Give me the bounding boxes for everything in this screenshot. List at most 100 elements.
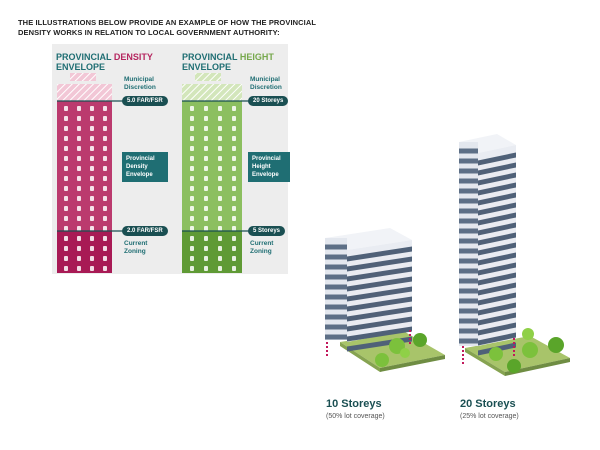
window xyxy=(77,226,81,231)
window xyxy=(232,186,236,191)
window xyxy=(218,226,222,231)
building-2-subtitle: (25% lot coverage) xyxy=(460,413,519,420)
window xyxy=(232,116,236,121)
window xyxy=(218,236,222,241)
window xyxy=(190,116,194,121)
floor-band xyxy=(325,284,347,290)
floor-band xyxy=(478,322,516,336)
window xyxy=(64,116,68,121)
floor-band xyxy=(347,316,412,332)
density-envelope-title: PROVINCIAL DENSITY ENVELOPE xyxy=(56,52,153,72)
tree-icon xyxy=(489,328,564,373)
floor-band xyxy=(459,208,478,214)
window xyxy=(64,256,68,261)
window xyxy=(232,106,236,111)
floor-band xyxy=(459,328,478,334)
floor-band xyxy=(459,238,478,244)
floor-band xyxy=(459,278,478,284)
window xyxy=(190,236,194,241)
window xyxy=(64,226,68,231)
floor-band xyxy=(325,264,347,270)
window xyxy=(190,146,194,151)
window xyxy=(190,186,194,191)
height-cap-hatch xyxy=(195,73,221,81)
window xyxy=(218,166,222,171)
window xyxy=(232,206,236,211)
building-1-title: 10 Storeys xyxy=(326,398,382,410)
window xyxy=(204,166,208,171)
window xyxy=(190,156,194,161)
window xyxy=(218,256,222,261)
height-current-label: Current Zoning xyxy=(250,240,274,255)
floor-band xyxy=(459,178,478,184)
floor-band xyxy=(325,254,347,260)
window xyxy=(190,206,194,211)
window xyxy=(218,206,222,211)
floor-band xyxy=(347,246,412,262)
window xyxy=(204,256,208,261)
window xyxy=(90,126,94,131)
window xyxy=(77,246,81,251)
window xyxy=(77,196,81,201)
floor-band xyxy=(478,202,516,216)
floor-band xyxy=(478,192,516,206)
window xyxy=(90,236,94,241)
density-municipal-hatch xyxy=(57,84,112,101)
window xyxy=(103,246,107,251)
window xyxy=(218,126,222,131)
window xyxy=(218,186,222,191)
window xyxy=(90,266,94,271)
window xyxy=(103,116,107,121)
window xyxy=(103,136,107,141)
density-envelope-box: Provincial Density Envelope xyxy=(122,152,168,182)
window xyxy=(64,126,68,131)
floor-band xyxy=(478,292,516,306)
window xyxy=(190,136,194,141)
window xyxy=(103,126,107,131)
window xyxy=(103,156,107,161)
window xyxy=(190,266,194,271)
window xyxy=(232,196,236,201)
height-envelope-box: Provincial Height Envelope xyxy=(248,152,290,182)
floor-band xyxy=(459,248,478,254)
height-tower xyxy=(182,73,254,273)
window xyxy=(64,246,68,251)
window xyxy=(103,256,107,261)
floor-band xyxy=(459,168,478,174)
floor-band xyxy=(347,266,412,282)
window xyxy=(218,176,222,181)
floor-band xyxy=(459,218,478,224)
floor-band xyxy=(459,308,478,314)
height-bottom-tag: 5 Storeys xyxy=(248,226,286,236)
window xyxy=(90,116,94,121)
window xyxy=(77,126,81,131)
window xyxy=(232,126,236,131)
window xyxy=(90,206,94,211)
window xyxy=(90,156,94,161)
window xyxy=(218,246,222,251)
window xyxy=(103,206,107,211)
window xyxy=(64,266,68,271)
floor-band xyxy=(347,326,412,342)
window xyxy=(204,136,208,141)
floor-band xyxy=(478,282,516,296)
floor-band xyxy=(478,162,516,176)
window xyxy=(90,106,94,111)
window xyxy=(90,196,94,201)
building-1-subtitle: (50% lot coverage) xyxy=(326,413,385,420)
window xyxy=(204,116,208,121)
window xyxy=(232,166,236,171)
floor-band xyxy=(347,256,412,272)
window xyxy=(218,136,222,141)
floor-band xyxy=(478,312,516,326)
window xyxy=(204,216,208,221)
window xyxy=(190,216,194,221)
window xyxy=(190,256,194,261)
window xyxy=(77,146,81,151)
floor-band xyxy=(478,172,516,186)
window xyxy=(90,256,94,261)
height-envelope-title: PROVINCIAL HEIGHT ENVELOPE xyxy=(182,52,274,72)
window xyxy=(103,176,107,181)
window xyxy=(204,156,208,161)
window xyxy=(64,166,68,171)
